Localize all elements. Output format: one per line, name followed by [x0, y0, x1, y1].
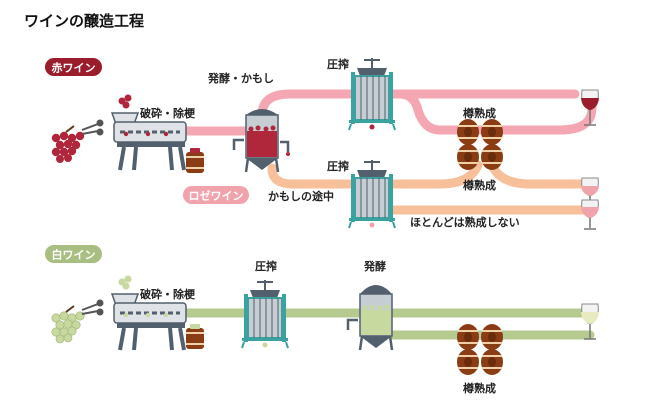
- rose-barrel-label: 樽熟成: [463, 178, 496, 192]
- red-aging-barrels-icon: [457, 119, 503, 170]
- red-press-label: 圧搾: [327, 57, 349, 71]
- rose-maceration-label: かもしの途中: [268, 189, 334, 203]
- white-wine-badge: 白ワイン: [45, 245, 102, 263]
- red-wine-press-icon: [348, 58, 396, 131]
- svg-text:赤ワイン: 赤ワイン: [52, 61, 96, 75]
- red-barrel-label: 樽熟成: [463, 106, 496, 120]
- red-ferment-label: 発酵・かもし: [207, 71, 274, 85]
- red-crush-label: 破砕・除梗: [140, 106, 196, 120]
- white-scissors-icon: [81, 299, 104, 316]
- white-grape-bunch-icon: [51, 305, 85, 344]
- scissors-icon: [81, 119, 104, 136]
- rose-wine-badge: ロゼワイン: [183, 186, 249, 204]
- diagram-title: ワインの醸造工程: [24, 12, 144, 30]
- red-fermentation-tank-icon: [232, 109, 290, 173]
- red-wine-badge: 赤ワイン: [45, 58, 102, 76]
- rose-wine-press-icon: [348, 160, 396, 229]
- rose-no-aging-label: ほとんどは熟成しない: [410, 215, 520, 229]
- red-stem-barrel-icon: [186, 148, 204, 173]
- white-barrel-label: 樽熟成: [463, 381, 496, 395]
- white-crusher-destemmer-icon: [110, 275, 187, 351]
- white-crush-label: 破砕・除梗: [140, 287, 196, 301]
- red-crusher-destemmer-icon: [110, 94, 187, 171]
- white-stem-barrel-icon: [186, 324, 204, 349]
- white-wine-glass-icon: [581, 303, 599, 340]
- svg-text:ロゼワイン: ロゼワイン: [189, 189, 244, 203]
- rose-wine-pipes: [267, 160, 595, 215]
- white-wine-press-icon: [241, 280, 289, 349]
- red-grape-bunch-icon: [51, 125, 85, 163]
- rose-wine-glass-top-icon: [581, 177, 599, 206]
- white-wine-pipes: [181, 308, 595, 340]
- white-ferment-label: 発酵: [363, 259, 386, 273]
- white-aging-barrels-icon: [457, 324, 503, 375]
- white-press-label: 圧搾: [255, 259, 277, 273]
- rose-press-label: 圧搾: [327, 159, 349, 173]
- red-wine-glass-icon: [581, 89, 599, 126]
- svg-text:白ワイン: 白ワイン: [52, 248, 96, 262]
- rose-wine-glass-bottom-icon: [581, 199, 599, 230]
- white-fermentation-tank-icon: [346, 285, 394, 351]
